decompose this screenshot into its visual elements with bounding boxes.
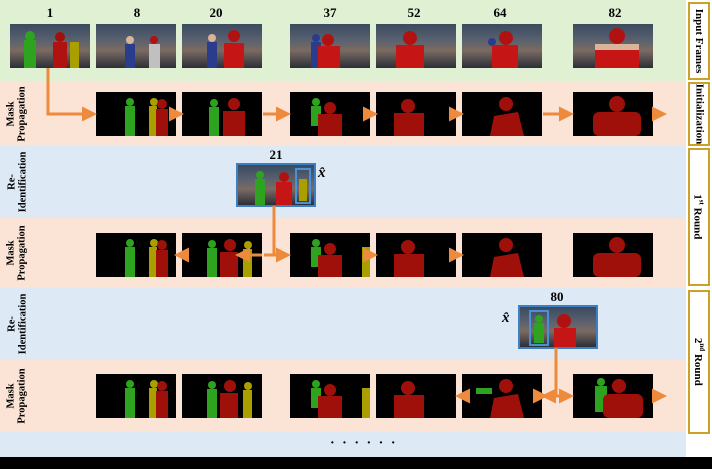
input-frame-37 <box>290 24 370 68</box>
init-mask-37 <box>290 92 370 136</box>
init-mask-8 <box>96 92 176 136</box>
frame-number-64: 64 <box>493 5 507 20</box>
r1-mask-64 <box>462 233 542 277</box>
r1-mask-52 <box>376 233 456 277</box>
input-frame-1 <box>10 24 90 68</box>
init-mask-64 <box>462 92 542 136</box>
init-mask-52 <box>376 92 456 136</box>
side-label-initialization: Initialization <box>688 82 710 146</box>
reid-frame-number-80: 80 <box>550 289 564 304</box>
r2-mask-20 <box>182 374 262 418</box>
r2-mask-8 <box>96 374 176 418</box>
reid-query-symbol-1: x̂ <box>318 165 326 181</box>
r2-mask-82 <box>573 374 653 418</box>
side-label-round-2: 2nd Round <box>688 290 710 434</box>
input-frame-20 <box>182 24 262 68</box>
frame-number-1: 1 <box>46 5 54 20</box>
band-more <box>0 432 686 457</box>
reid-frame-21 <box>236 163 316 207</box>
frame-number-8: 8 <box>133 5 141 20</box>
init-mask-20 <box>182 92 262 136</box>
bottom-border <box>0 457 712 469</box>
input-frame-82 <box>573 24 653 68</box>
reid-frame-number-21: 21 <box>269 147 283 162</box>
reid-query-symbol-2: x̂ <box>502 310 510 326</box>
side-label-round-1: 1st Round <box>688 148 710 286</box>
input-frame-52 <box>376 24 456 68</box>
band-reid-1 <box>0 146 686 218</box>
r2-mask-64 <box>462 374 542 418</box>
frame-number-82: 82 <box>608 5 622 20</box>
r2-mask-52 <box>376 374 456 418</box>
input-frame-64 <box>462 24 542 68</box>
input-frame-8 <box>96 24 176 68</box>
r1-mask-82 <box>573 233 653 277</box>
frame-number-20: 20 <box>209 5 223 20</box>
side-label-input-frames: Input Frames <box>688 2 710 80</box>
r1-mask-8 <box>96 233 176 277</box>
frame-number-52: 52 <box>407 5 421 20</box>
ellipsis: · · · · · · <box>330 436 398 451</box>
arrow-init-from-frame-1 <box>46 68 97 122</box>
frame-number-37: 37 <box>323 5 337 20</box>
init-mask-82 <box>573 92 653 136</box>
r2-mask-37 <box>290 374 370 418</box>
reid-frame-80 <box>518 305 598 349</box>
